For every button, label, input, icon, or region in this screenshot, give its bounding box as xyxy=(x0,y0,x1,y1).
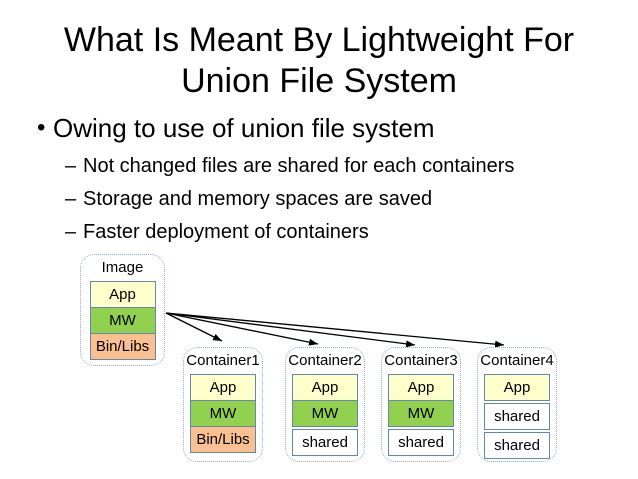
bullet-item: • Owing to use of union file system xyxy=(37,113,435,143)
container1-layer-binlibs: Bin/Libs xyxy=(190,426,256,453)
container1-layer-mw: MW xyxy=(190,400,256,427)
slide-title: What Is Meant By Lightweight For Union F… xyxy=(63,21,575,100)
container-box-1: Container1 App MW Bin/Libs xyxy=(183,347,263,462)
container2-layer-mw: MW xyxy=(292,400,358,427)
container-title: Container1 xyxy=(186,352,260,369)
image-box-title: Image xyxy=(101,259,144,276)
sub-bullet-item: – Faster deployment of containers xyxy=(65,220,369,244)
container4-layer-shared: shared xyxy=(484,403,550,430)
container4-layer-app: App xyxy=(484,374,550,401)
sub-bullet-text: Not changed files are shared for each co… xyxy=(83,155,515,177)
bullet-glyph: • xyxy=(37,114,46,141)
image-box: Image App MW Bin/Libs xyxy=(80,254,165,366)
sub-bullet-text: Storage and memory spaces are saved xyxy=(83,188,433,210)
dash-glyph: – xyxy=(65,221,77,243)
arrow-image-to-container1 xyxy=(165,312,223,342)
image-layer-binlibs: Bin/Libs xyxy=(89,333,156,360)
container-box-2: Container2 App MW shared xyxy=(285,347,365,462)
sub-bullet-text: Faster deployment of containers xyxy=(83,221,369,243)
bullet-text: Owing to use of union file system xyxy=(53,113,435,143)
container2-layer-app: App xyxy=(292,374,358,401)
container3-layer-app: App xyxy=(388,374,454,401)
container-title: Container4 xyxy=(480,352,554,369)
dash-glyph: – xyxy=(65,188,77,210)
sub-bullet-item: – Storage and memory spaces are saved xyxy=(65,187,432,211)
dash-glyph: – xyxy=(65,155,77,177)
sub-bullet-item: – Not changed files are shared for each … xyxy=(65,154,514,178)
arrow-image-to-container2 xyxy=(165,312,319,346)
arrow-image-to-container3 xyxy=(165,312,416,348)
container-title: Container3 xyxy=(384,352,458,369)
image-layer-mw: MW xyxy=(89,307,156,334)
container-title: Container2 xyxy=(288,352,362,369)
image-layer-app: App xyxy=(89,281,156,308)
container1-layer-app: App xyxy=(190,374,256,401)
container3-layer-mw: MW xyxy=(388,400,454,427)
container2-layer-shared: shared xyxy=(292,429,358,456)
container-box-4: Container4 App shared shared xyxy=(477,347,557,462)
arrow-image-to-container4 xyxy=(165,312,505,348)
container4-layer-shared: shared xyxy=(484,432,550,459)
container-box-3: Container3 App MW shared xyxy=(381,347,461,462)
container3-layer-shared: shared xyxy=(388,429,454,456)
